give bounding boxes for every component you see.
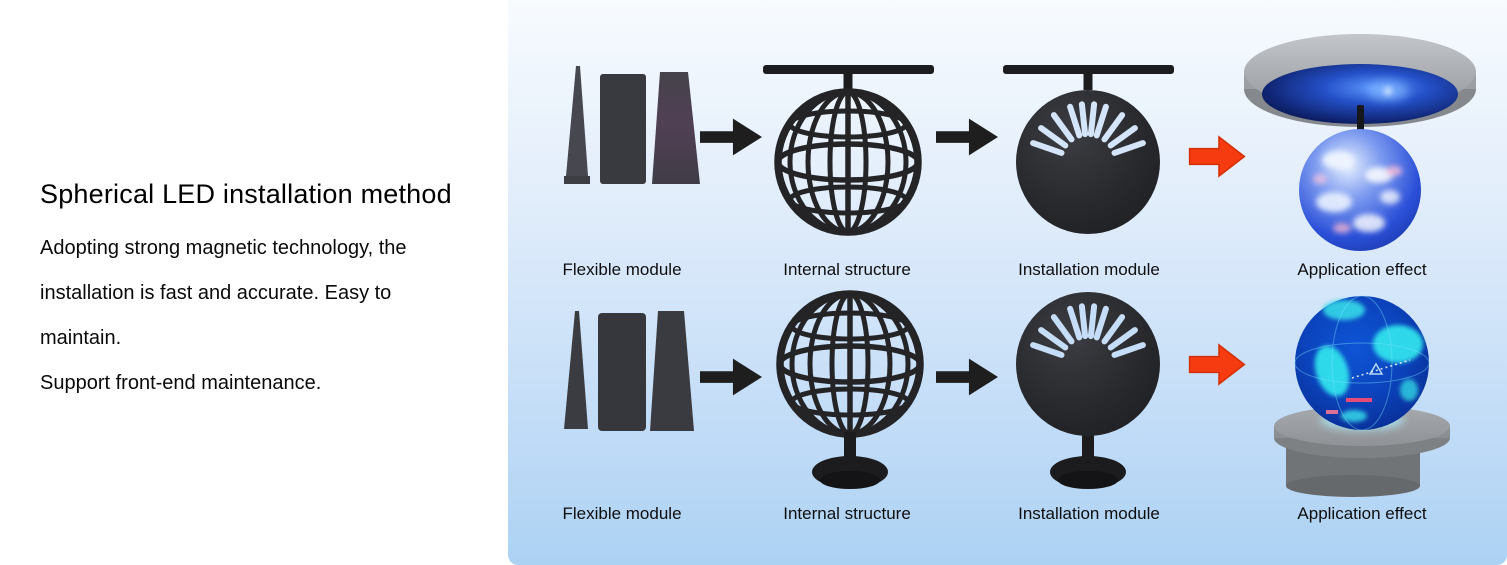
arrow-right-icon [700, 118, 762, 156]
arrow-right-icon [700, 358, 762, 396]
internal-structure-graphic [763, 65, 934, 236]
installation-module-graphic [1016, 292, 1160, 489]
application-effect-graphic [1244, 34, 1476, 251]
flexible-module-graphic [564, 66, 700, 184]
step-label-installation-module: Installation module [1018, 260, 1160, 279]
installation-module-graphic [1003, 65, 1174, 234]
step-label-installation-module: Installation module [1018, 504, 1160, 523]
info-panel: Spherical LED installation method Adopti… [0, 0, 508, 565]
red-arrow-right-icon [1188, 343, 1246, 386]
page-title: Spherical LED installation method [40, 179, 452, 209]
internal-structure-graphic [776, 290, 924, 489]
description-line: Support front-end maintenance. [40, 372, 322, 394]
description-block: Adopting strong magnetic technology, the… [40, 226, 500, 406]
step-label-internal-structure: Internal structure [783, 260, 911, 279]
description-line: Adopting strong magnetic technology, the [40, 237, 407, 259]
application-effect-graphic [1274, 295, 1450, 497]
step-label-internal-structure: Internal structure [783, 504, 911, 523]
description-line: maintain. [40, 327, 122, 349]
arrow-right-icon [936, 358, 998, 396]
description-line: installation is fast and accurate. Easy … [40, 282, 392, 304]
arrow-right-icon [936, 118, 998, 156]
installation-diagram: Flexible module Internal structure Insta… [508, 0, 1507, 565]
red-arrow-right-icon [1188, 135, 1246, 178]
step-label-flexible-module: Flexible module [562, 260, 682, 279]
flexible-module-graphic [564, 311, 694, 431]
step-label-application-effect: Application effect [1297, 504, 1427, 523]
step-label-flexible-module: Flexible module [562, 504, 682, 523]
step-label-application-effect: Application effect [1297, 260, 1427, 279]
